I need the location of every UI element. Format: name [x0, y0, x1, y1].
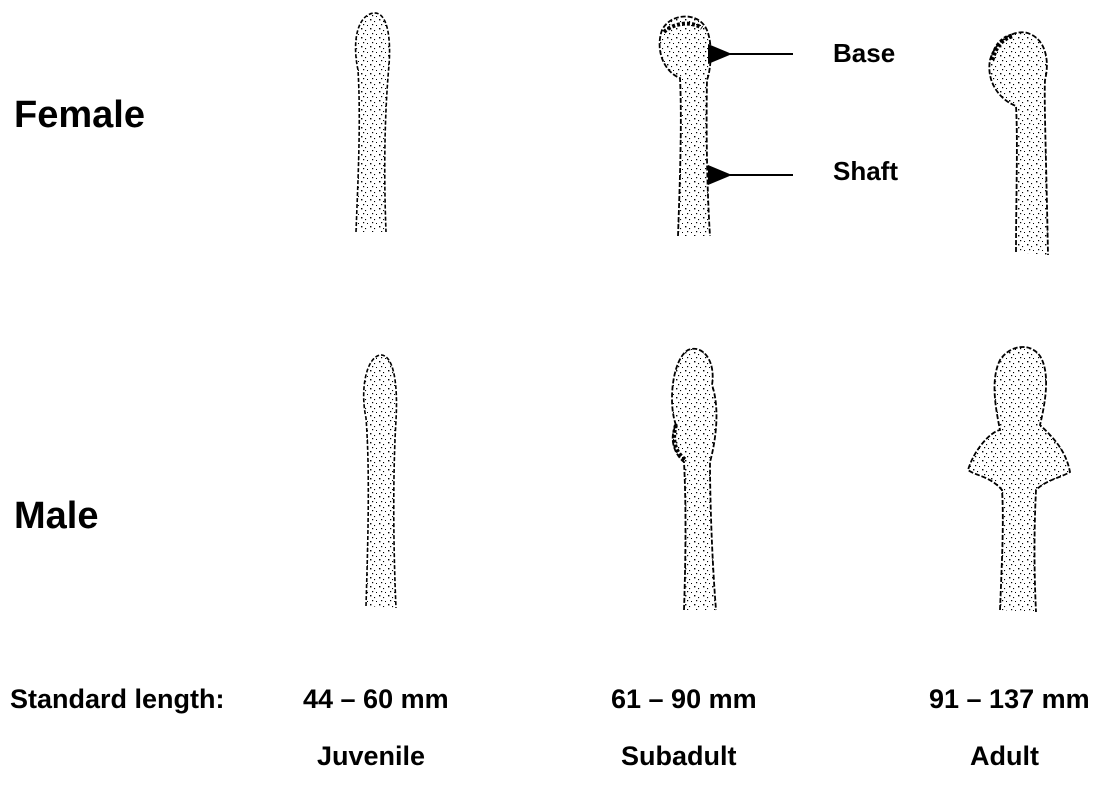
stage-name-juvenile: Juvenile: [317, 741, 425, 772]
female-subadult-specimen: [660, 16, 711, 236]
standard-length-label: Standard length:: [10, 684, 225, 715]
male-adult-specimen: [968, 347, 1070, 612]
female-adult-specimen: [989, 32, 1048, 255]
stage-length-subadult: 61 – 90 mm: [611, 684, 757, 715]
stage-length-adult: 91 – 137 mm: [929, 684, 1090, 715]
shaft-label: Shaft: [833, 156, 898, 187]
row-label-female: Female: [14, 94, 145, 137]
male-juvenile-specimen: [364, 355, 397, 608]
male-subadult-specimen: [672, 349, 716, 610]
stage-name-subadult: Subadult: [621, 741, 737, 772]
stage-name-adult: Adult: [970, 741, 1039, 772]
base-label: Base: [833, 38, 895, 69]
stage-length-juvenile: 44 – 60 mm: [303, 684, 449, 715]
row-label-male: Male: [14, 495, 98, 538]
female-juvenile-specimen: [356, 13, 390, 232]
